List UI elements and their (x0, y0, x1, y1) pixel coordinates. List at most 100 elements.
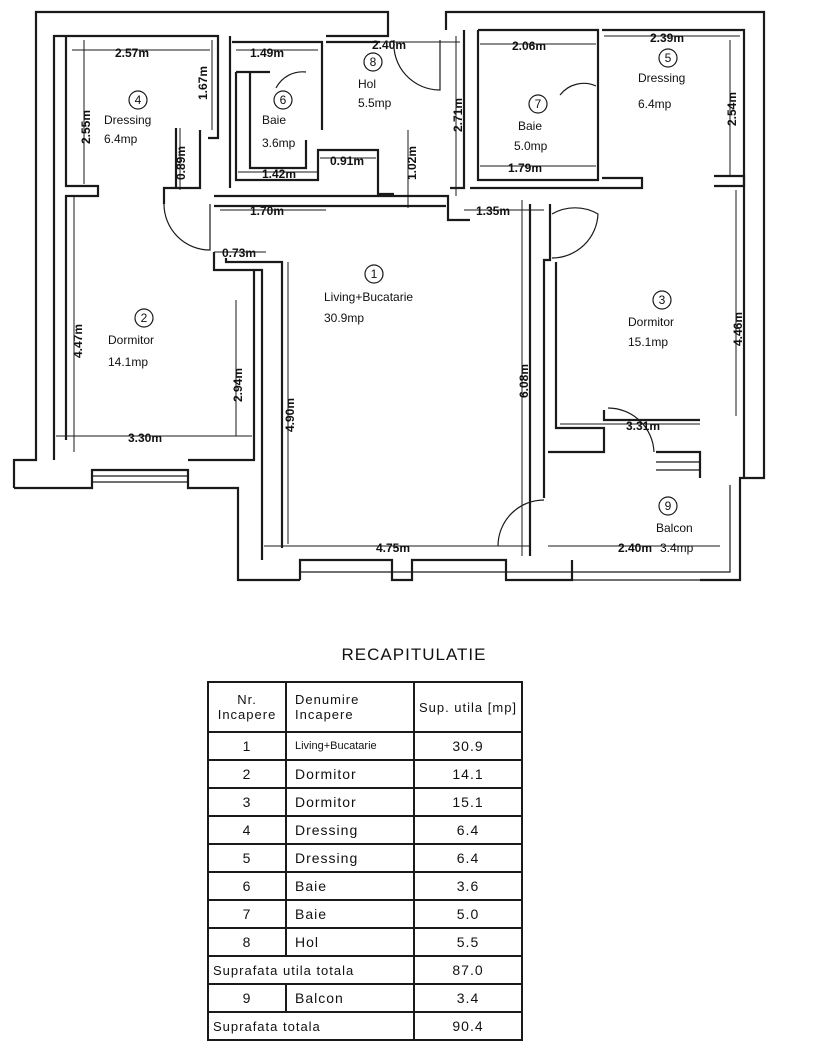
dimension-label: 4.75m (376, 541, 410, 555)
header-area: Sup. utila [mp] (413, 681, 523, 733)
svg-text:4: 4 (135, 93, 142, 107)
room-number-badge (658, 48, 678, 68)
dimension-label: 1.70m (250, 204, 284, 218)
cell-area: 6.4 (413, 815, 523, 845)
dimension-label: 3.30m (128, 431, 162, 445)
floor-plan: 2.57m 1.49m 2.40m 2.06m 2.39m 2.55m 1.67… (12, 10, 766, 582)
svg-text:5.0mp: 5.0mp (514, 139, 548, 153)
util-total-row: Suprafata utila totala 87.0 (207, 955, 523, 985)
room-9-label: 9 Balcon 3.4mp (656, 496, 694, 555)
cell-nr: 2 (207, 759, 287, 789)
cell-nr: 5 (207, 843, 287, 873)
room-number-badge (528, 94, 548, 114)
room-labels: 1 Living+Bucatarie 30.9mp 2 Dormitor 14.… (104, 48, 694, 555)
dimension-label: 2.55m (79, 110, 93, 144)
cell-nr: 3 (207, 787, 287, 817)
dimension-label: 2.71m (451, 98, 465, 132)
svg-text:2: 2 (141, 311, 148, 325)
cell-nr: 1 (207, 731, 287, 761)
svg-text:7: 7 (535, 97, 542, 111)
table-row: 9 Balcon 3.4 (207, 983, 523, 1013)
table-row: 1 Living+Bucatarie 30.9 (207, 731, 523, 761)
cell-area: 30.9 (413, 731, 523, 761)
room-6-label: 6 Baie 3.6mp (262, 90, 296, 150)
cell-area: 5.5 (413, 927, 523, 957)
room-number-badge (273, 90, 293, 110)
svg-text:3: 3 (659, 293, 666, 307)
cell-area: 3.6 (413, 871, 523, 901)
dimension-label: 2.57m (115, 46, 149, 60)
svg-text:15.1mp: 15.1mp (628, 335, 668, 349)
svg-text:6.4mp: 6.4mp (638, 97, 672, 111)
cell-name: Dormitor (285, 787, 415, 817)
table-row: 5 Dressing 6.4 (207, 843, 523, 873)
cell-name: Living+Bucatarie (285, 731, 415, 761)
table-row: 2 Dormitor 14.1 (207, 759, 523, 789)
svg-text:6.4mp: 6.4mp (104, 132, 138, 146)
cell-name: Dressing (285, 843, 415, 873)
svg-text:Baie: Baie (262, 113, 286, 127)
svg-text:Dormitor: Dormitor (628, 315, 674, 329)
svg-text:30.9mp: 30.9mp (324, 311, 364, 325)
room-number-badge (652, 290, 672, 310)
svg-text:9: 9 (665, 499, 672, 513)
room-2-label: 2 Dormitor 14.1mp (108, 308, 154, 369)
cell-name: Hol (285, 927, 415, 957)
table-row: 3 Dormitor 15.1 (207, 787, 523, 817)
table-row: 8 Hol 5.5 (207, 927, 523, 957)
cell-nr: 7 (207, 899, 287, 929)
room-1-label: 1 Living+Bucatarie 30.9mp (324, 264, 413, 325)
dimension-label: 2.39m (650, 31, 684, 45)
svg-text:Dressing: Dressing (638, 71, 685, 85)
svg-text:3.4mp: 3.4mp (660, 541, 694, 555)
svg-text:Balcon: Balcon (656, 521, 693, 535)
dimension-label: 1.42m (262, 167, 296, 181)
cell-nr: 9 (207, 983, 287, 1013)
recap-header-row: Nr. Incapere Denumire Incapere Sup. util… (207, 681, 523, 733)
dimension-label: 6.08m (517, 364, 531, 398)
outer-walls (12, 10, 766, 582)
header-nr: Nr. Incapere (207, 681, 287, 733)
room-3-label: 3 Dormitor 15.1mp (628, 290, 674, 349)
cell-area: 6.4 (413, 843, 523, 873)
room-8-label: 8 Hol 5.5mp (358, 52, 392, 110)
cell-name: Dormitor (285, 759, 415, 789)
svg-text:Baie: Baie (518, 119, 542, 133)
doors (163, 39, 655, 547)
recap-title: RECAPITULATIE (341, 645, 487, 664)
util-total-label: Suprafata utila totala (207, 955, 415, 985)
recap-table: Nr. Incapere Denumire Incapere Sup. util… (207, 681, 523, 1041)
room-number-badge (658, 496, 678, 516)
dimension-label: 1.02m (405, 146, 419, 180)
dimension-label: 2.40m (372, 38, 406, 52)
total-row: Suprafata totala 90.4 (207, 1011, 523, 1041)
cell-area: 14.1 (413, 759, 523, 789)
svg-text:3.6mp: 3.6mp (262, 136, 296, 150)
dimension-label: 4.47m (71, 324, 85, 358)
svg-text:5.5mp: 5.5mp (358, 96, 392, 110)
dimension-label: 4.46m (731, 312, 745, 346)
svg-text:5: 5 (665, 51, 672, 65)
room-number-badge (364, 264, 384, 284)
header-name: Denumire Incapere (285, 681, 415, 733)
dimension-label: 1.35m (476, 204, 510, 218)
table-row: 6 Baie 3.6 (207, 871, 523, 901)
svg-text:1: 1 (371, 267, 378, 281)
cell-nr: 4 (207, 815, 287, 845)
room-7-label: 7 Baie 5.0mp (514, 94, 548, 153)
total-label: Suprafata totala (207, 1011, 415, 1041)
table-row: 4 Dressing 6.4 (207, 815, 523, 845)
dimension-label: 3.31m (626, 419, 660, 433)
cell-name: Baie (285, 871, 415, 901)
svg-text:Hol: Hol (358, 77, 376, 91)
util-total-value: 87.0 (413, 955, 523, 985)
cell-nr: 6 (207, 871, 287, 901)
svg-text:Dormitor: Dormitor (108, 333, 154, 347)
total-value: 90.4 (413, 1011, 523, 1041)
dimension-label: 0.73m (222, 246, 256, 260)
cell-area: 5.0 (413, 899, 523, 929)
dimension-label: 1.49m (250, 46, 284, 60)
dimension-label: 2.06m (512, 39, 546, 53)
room-number-badge (128, 90, 148, 110)
dimension-label: 0.91m (330, 154, 364, 168)
